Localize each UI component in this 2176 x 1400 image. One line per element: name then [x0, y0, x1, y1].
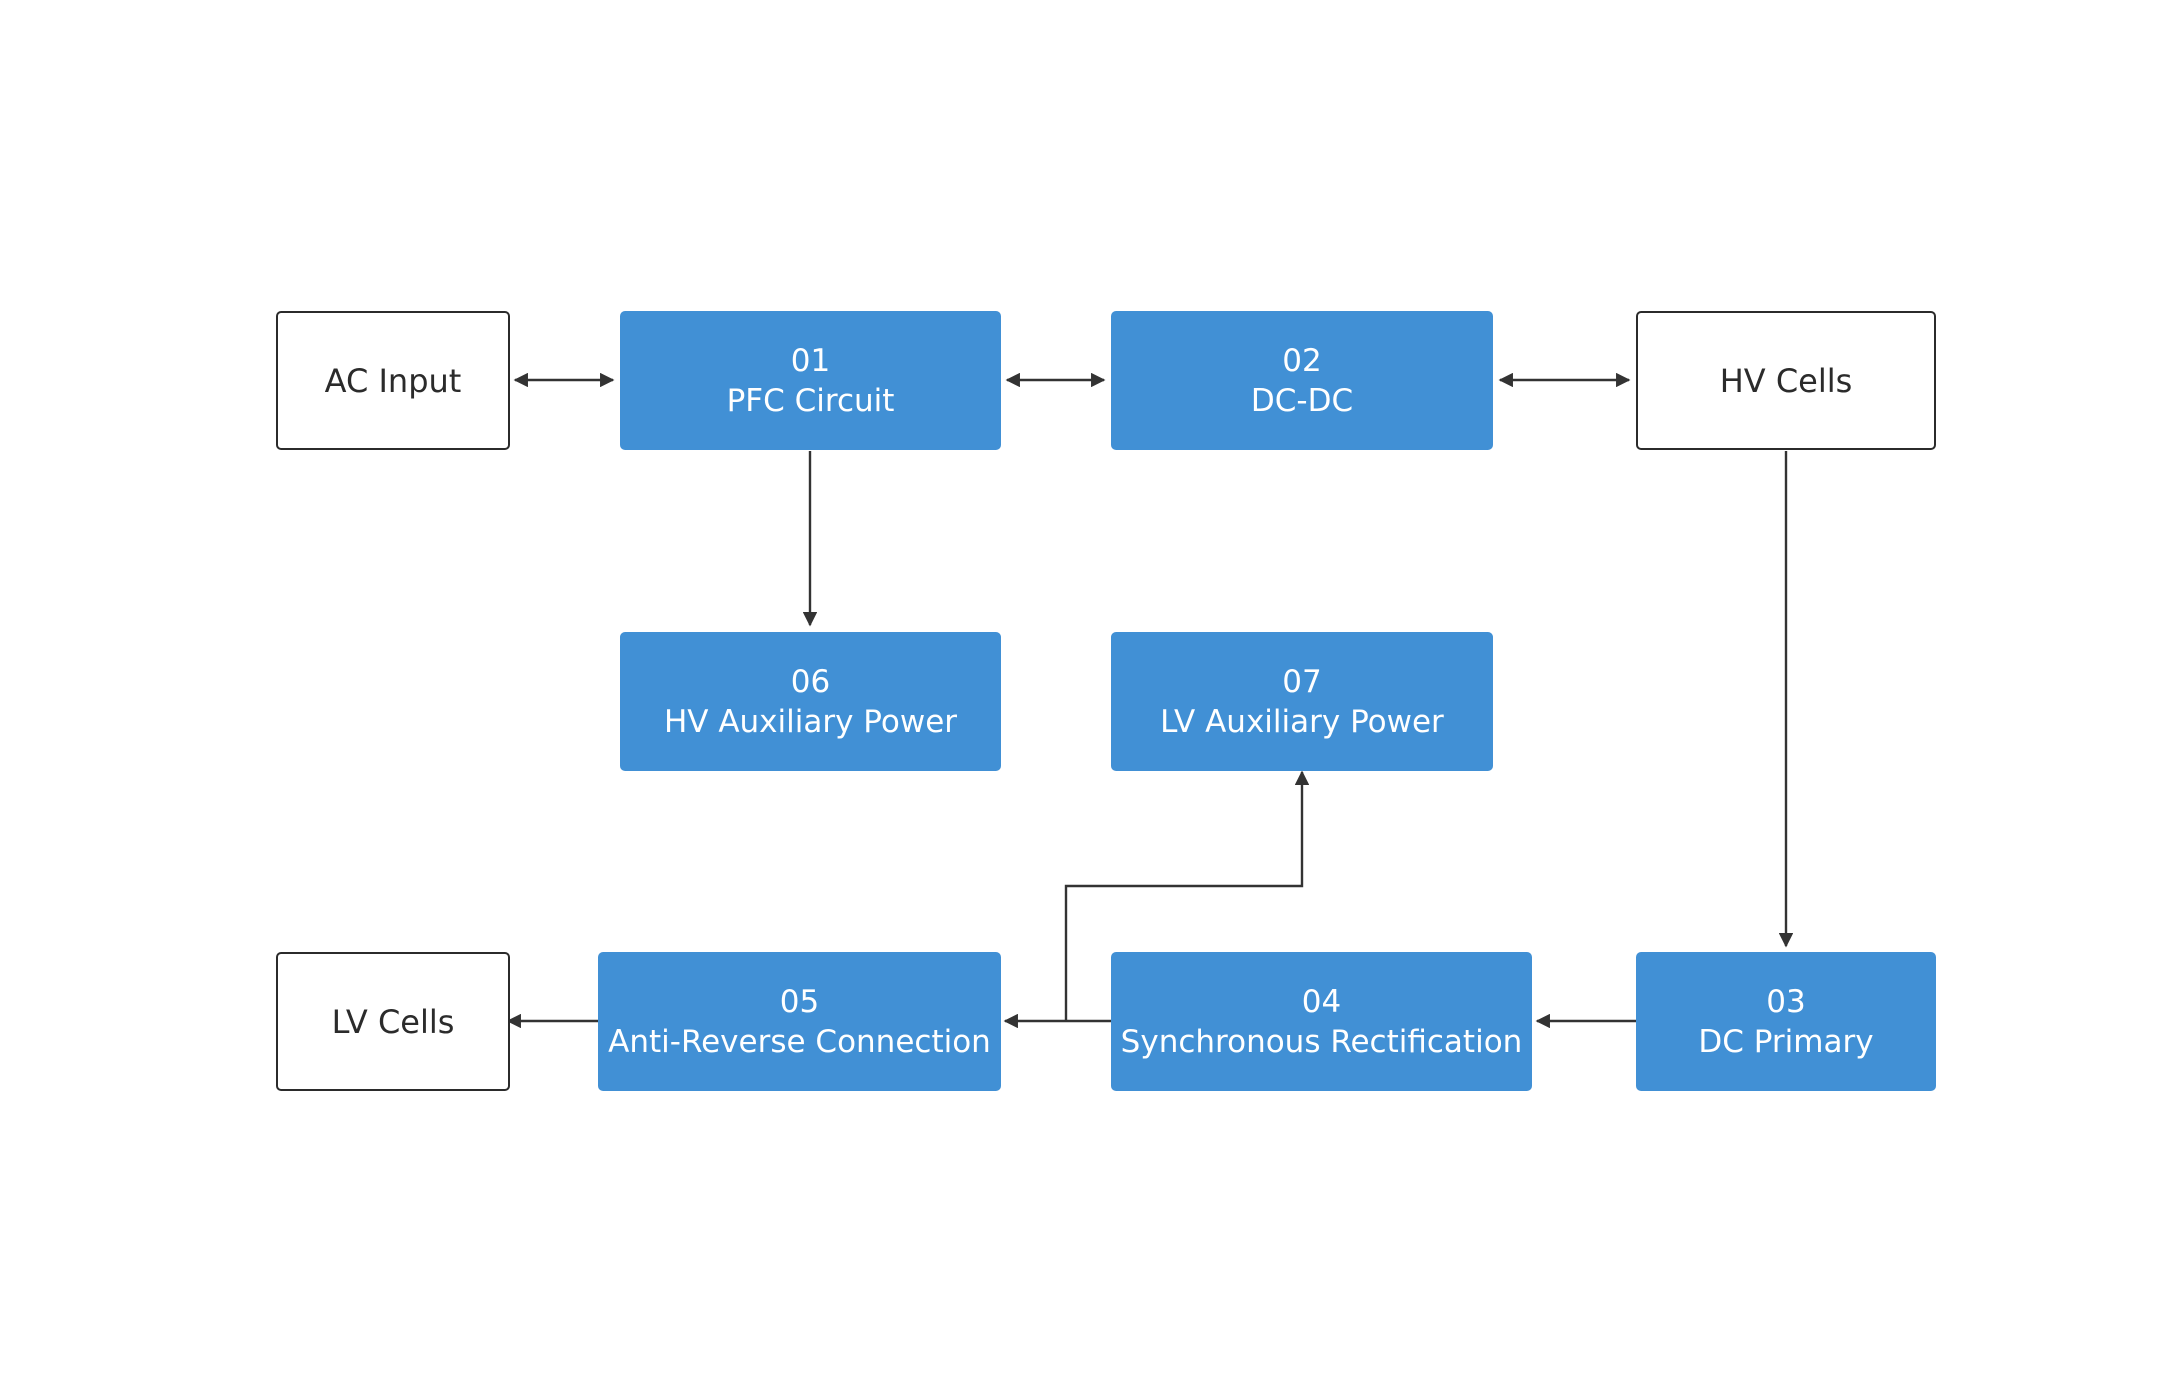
block-07-lv-auxiliary-power: 07 LV Auxiliary Power	[1111, 632, 1493, 771]
block-02-dc-dc: 02 DC-DC	[1111, 311, 1493, 450]
connector-sync-rect-lv-aux	[1064, 770, 1310, 1021]
block-03-number: 03	[1766, 983, 1806, 1020]
block-04-number: 04	[1301, 983, 1342, 1020]
terminal-hv-cells-label: HV Cells	[1719, 361, 1853, 400]
block-05-anti-reverse-connection: 05 Anti-Reverse Connection	[598, 952, 1001, 1091]
block-06-hv-auxiliary-power: 06 HV Auxiliary Power	[620, 632, 1001, 771]
block-03-dc-primary: 03 DC Primary	[1636, 952, 1936, 1091]
terminal-hv-cells: HV Cells	[1636, 311, 1936, 450]
block-01-label: PFC Circuit	[726, 382, 895, 419]
block-05-label: Anti-Reverse Connection	[608, 1023, 991, 1060]
block-01-pfc-circuit: 01 PFC Circuit	[620, 311, 1001, 450]
block-03-label: DC Primary	[1698, 1023, 1874, 1060]
terminal-ac-input-label: AC Input	[324, 361, 462, 400]
block-05-number: 05	[779, 983, 820, 1020]
block-01-number: 01	[790, 342, 831, 379]
block-06-number: 06	[790, 663, 831, 700]
block-06-label: HV Auxiliary Power	[663, 703, 958, 740]
terminal-lv-cells: LV Cells	[276, 952, 510, 1091]
block-04-label: Synchronous Rectification	[1120, 1023, 1523, 1060]
block-07-number: 07	[1282, 663, 1322, 700]
terminal-lv-cells-label: LV Cells	[331, 1002, 455, 1041]
block-02-number: 02	[1282, 342, 1322, 379]
block-04-synchronous-rectification: 04 Synchronous Rectification	[1111, 952, 1532, 1091]
block-07-label: LV Auxiliary Power	[1160, 703, 1444, 740]
terminal-ac-input: AC Input	[276, 311, 510, 450]
block-02-label: DC-DC	[1250, 382, 1354, 419]
